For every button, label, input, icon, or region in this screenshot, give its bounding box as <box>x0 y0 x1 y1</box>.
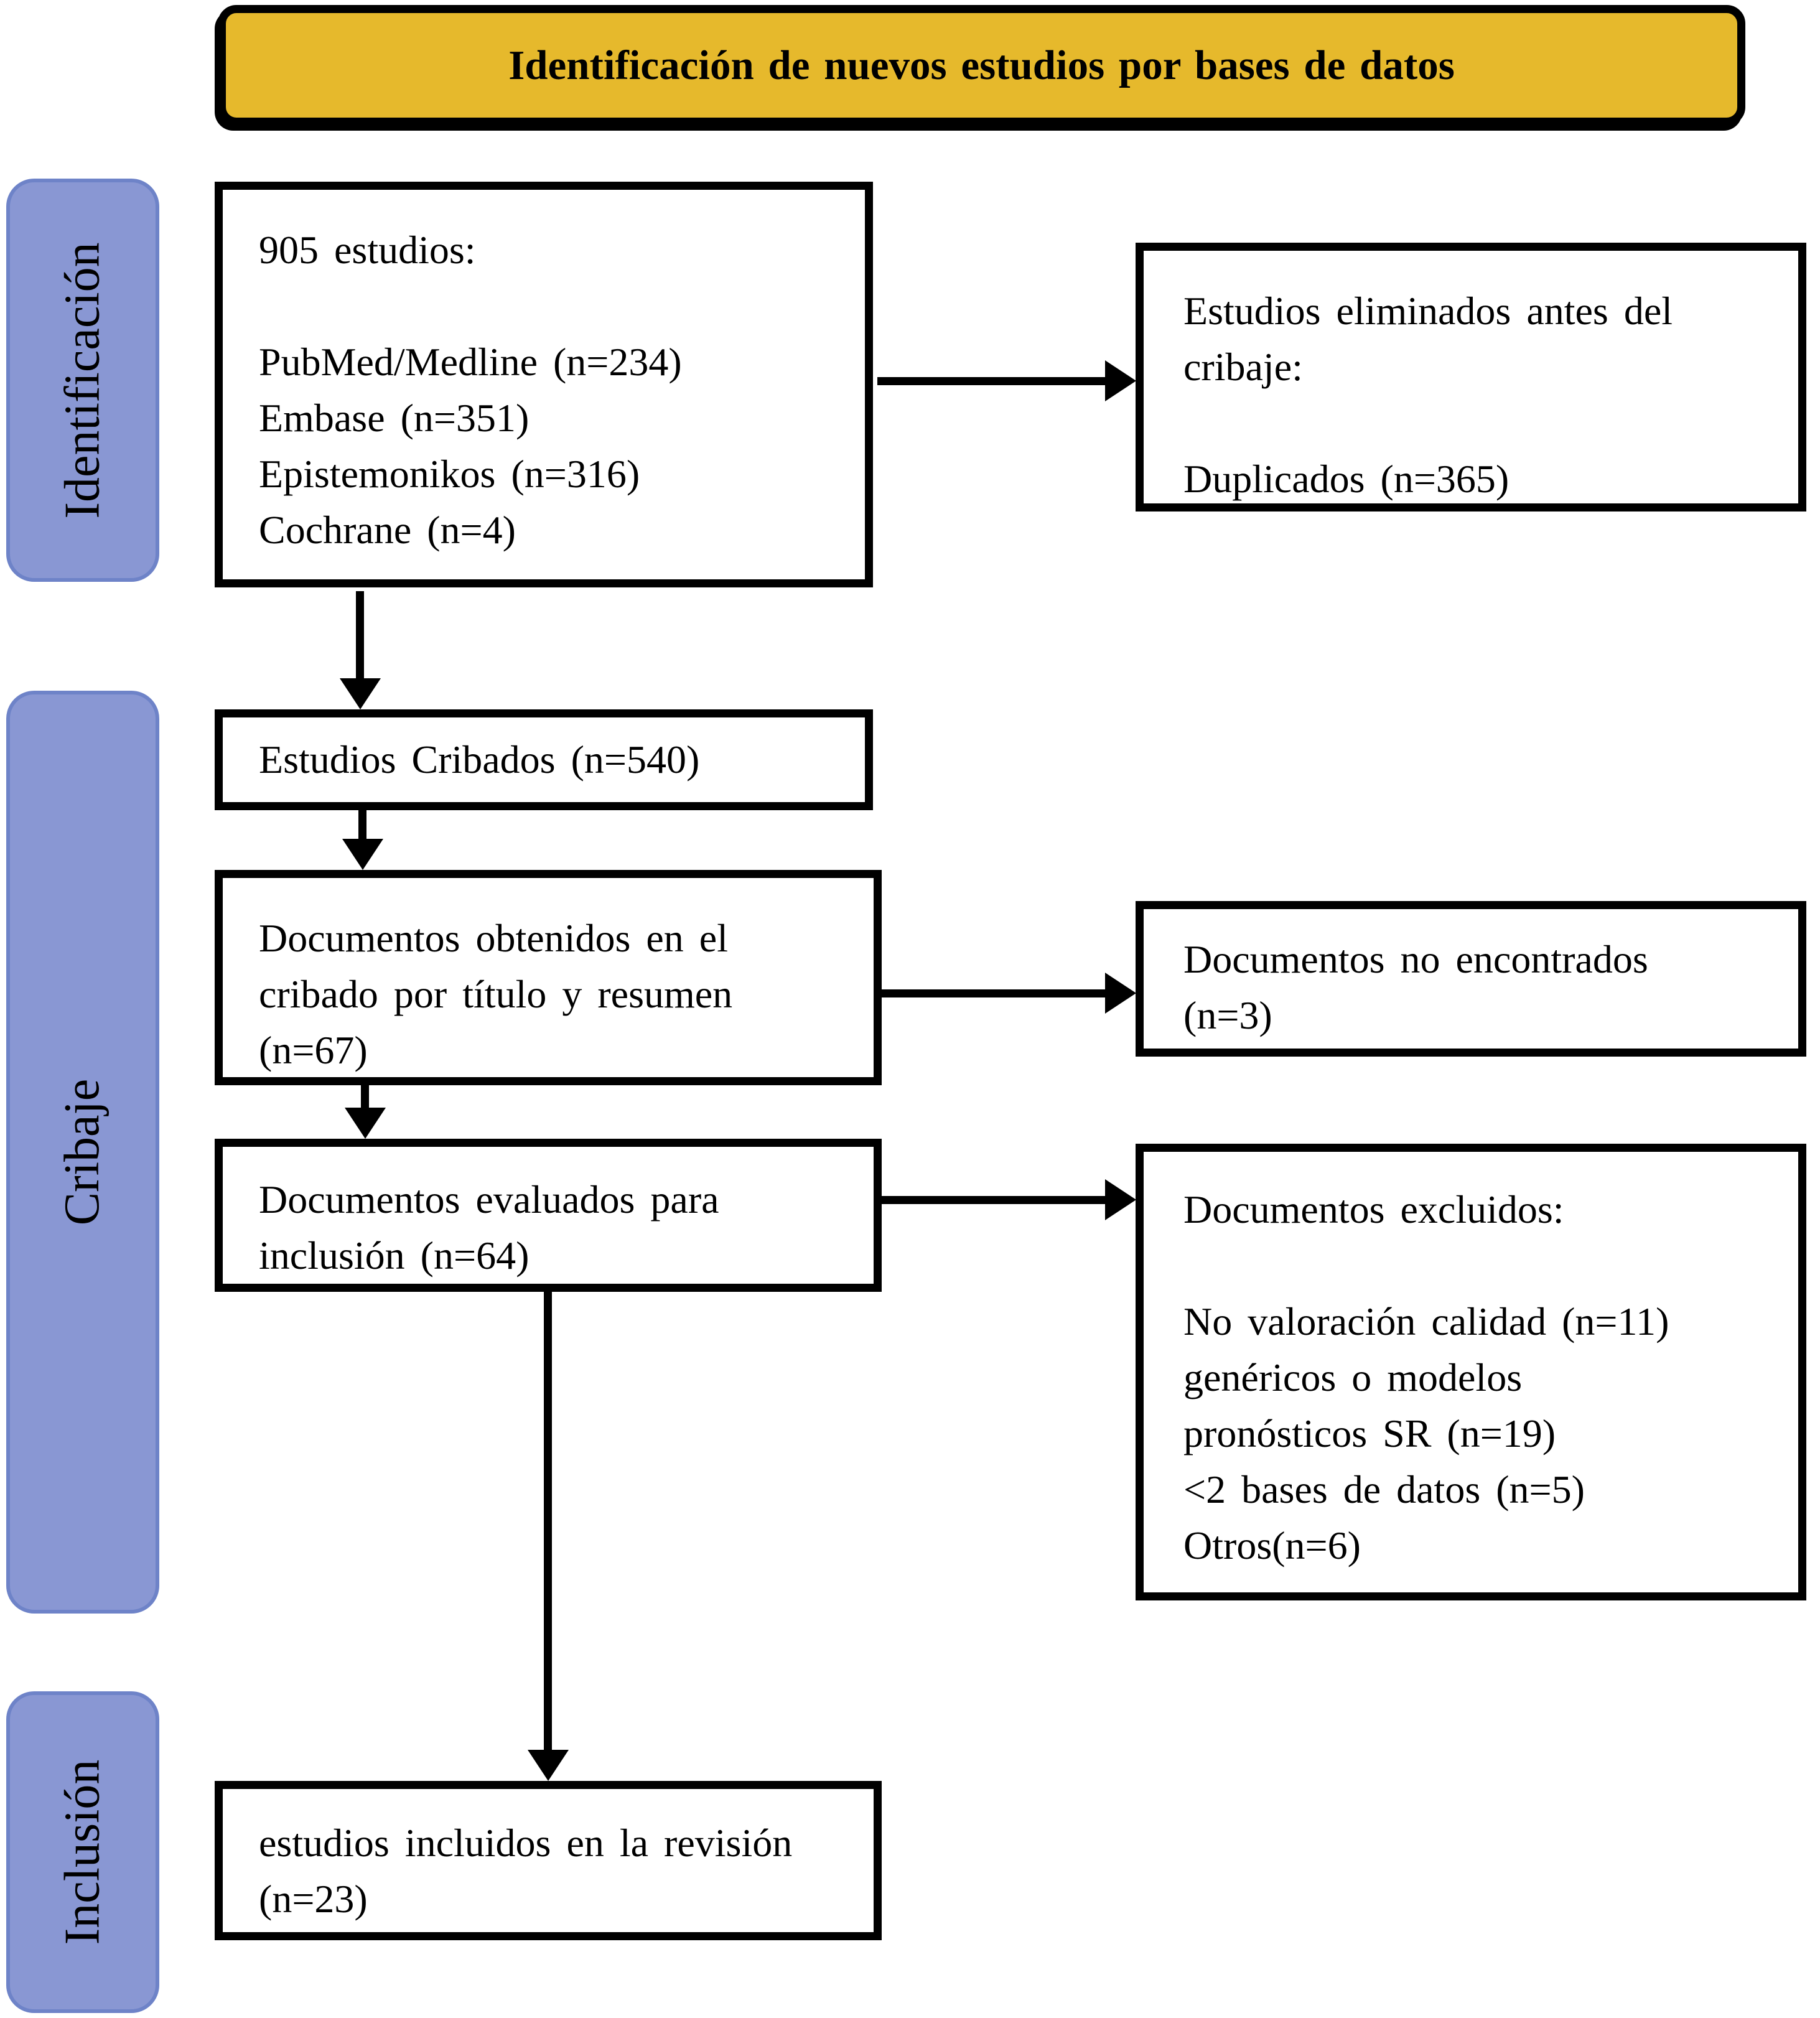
arrow-shaft <box>361 1085 369 1110</box>
flow-box-identified-text: 905 estudios: PubMed/Medline (n=234) Emb… <box>259 228 682 552</box>
arrow-shaft <box>356 591 364 680</box>
arrow-shaft <box>544 1292 552 1752</box>
side-box-removed-before-screening: Estudios eliminados antes del cribaje: D… <box>1136 243 1806 512</box>
flow-box-included-studies: estudios incluidos en la revisión (n=23) <box>215 1781 882 1940</box>
flow-box-screened-studies: Estudios Cribados (n=540) <box>215 709 873 810</box>
flow-box-assessed-documents: Documentos evaluados para inclusión (n=6… <box>215 1139 882 1292</box>
arrowhead-right-icon <box>1105 1179 1136 1220</box>
stage-identificacion: Identificación <box>6 179 159 582</box>
arrowhead-down-icon <box>345 1108 386 1139</box>
flow-box-screened-text: Estudios Cribados (n=540) <box>259 737 700 782</box>
side-box-not-found-text: Documentos no encontrados (n=3) <box>1183 937 1648 1037</box>
arrow-shaft <box>358 810 366 841</box>
flow-box-retrieved-documents: Documentos obtenidos en el cribado por t… <box>215 870 882 1085</box>
stage-inclusion: Inclusión <box>6 1691 159 2013</box>
title-banner: Identificación de nuevos estudios por ba… <box>218 5 1745 126</box>
stage-inclusion-label: Inclusión <box>55 1759 110 1945</box>
arrow-shaft <box>882 1196 1109 1204</box>
side-box-documents-excluded: Documentos excluidos: No valoración cali… <box>1136 1144 1806 1600</box>
flow-box-identified-studies: 905 estudios: PubMed/Medline (n=234) Emb… <box>215 182 873 587</box>
flow-box-included-text: estudios incluidos en la revisión (n=23) <box>259 1821 793 1921</box>
arrowhead-down-icon <box>528 1750 569 1781</box>
side-box-removed-text: Estudios eliminados antes del cribaje: D… <box>1183 289 1673 501</box>
side-box-documents-not-found: Documentos no encontrados (n=3) <box>1136 901 1806 1057</box>
arrowhead-down-icon <box>340 678 381 709</box>
flow-box-assessed-text: Documentos evaluados para inclusión (n=6… <box>259 1177 719 1278</box>
arrow-shaft <box>877 377 1109 385</box>
title-banner-label: Identificación de nuevos estudios por ba… <box>508 42 1455 88</box>
side-box-excluded-text: Documentos excluidos: No valoración cali… <box>1183 1187 1669 1567</box>
stage-cribaje: Cribaje <box>6 691 159 1614</box>
stage-identificacion-label: Identificación <box>55 241 110 519</box>
arrowhead-right-icon <box>1105 973 1136 1014</box>
arrow-shaft <box>882 989 1109 997</box>
arrowhead-right-icon <box>1105 360 1136 401</box>
flow-box-retrieved-text: Documentos obtenidos en el cribado por t… <box>259 916 733 1072</box>
arrowhead-down-icon <box>342 839 383 870</box>
stage-cribaje-label: Cribaje <box>55 1078 110 1226</box>
